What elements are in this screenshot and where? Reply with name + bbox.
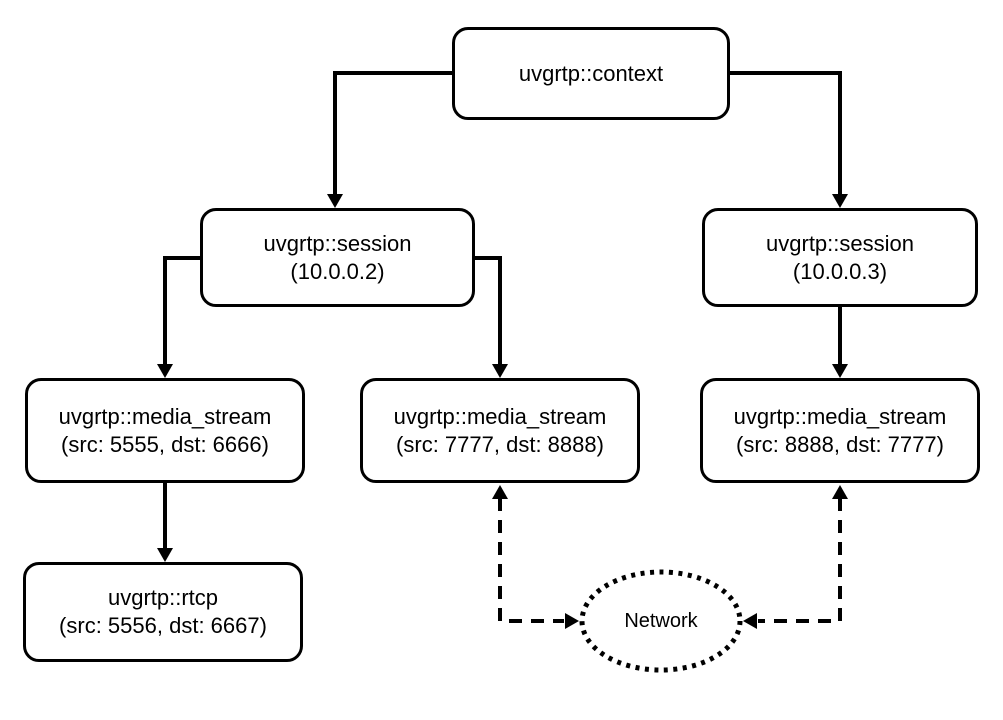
network-ellipse — [579, 569, 743, 673]
node-media-stream-3-title: uvgrtp::media_stream — [733, 403, 947, 429]
node-media-stream-2: uvgrtp::media_stream (src: 7777, dst: 88… — [360, 378, 640, 483]
node-session-a: uvgrtp::session (10.0.0.2) — [200, 208, 475, 307]
node-session-b: uvgrtp::session (10.0.0.3) — [702, 208, 978, 307]
node-context-title: uvgrtp::context — [518, 60, 664, 86]
node-rtcp-title: uvgrtp::rtcp — [107, 585, 219, 610]
node-rtcp-subtitle: (src: 5556, dst: 6667) — [59, 613, 267, 638]
node-media-stream-3: uvgrtp::media_stream (src: 8888, dst: 77… — [700, 378, 980, 483]
node-session-a-subtitle: (10.0.0.2) — [290, 258, 385, 284]
node-media-stream-3-subtitle: (src: 8888, dst: 7777) — [736, 431, 944, 457]
edge-context-session-b — [730, 71, 848, 208]
edge-media-1-rtcp — [157, 483, 173, 562]
edge-session-a-media-1 — [157, 256, 200, 378]
edge-context-session-a — [327, 71, 452, 208]
edge-session-a-media-2 — [475, 256, 508, 378]
edge-session-b-media-3 — [832, 307, 848, 378]
node-media-stream-1-title: uvgrtp::media_stream — [58, 403, 272, 429]
node-context: uvgrtp::context — [452, 27, 730, 120]
node-session-b-title: uvgrtp::session — [766, 230, 914, 256]
edge-media-2-network — [492, 485, 579, 629]
node-media-stream-2-title: uvgrtp::media_stream — [393, 403, 607, 429]
node-media-stream-1: uvgrtp::media_stream (src: 5555, dst: 66… — [25, 378, 305, 483]
node-session-b-subtitle: (10.0.0.3) — [792, 258, 888, 284]
node-session-a-title: uvgrtp::session — [263, 230, 412, 256]
node-media-stream-1-subtitle: (src: 5555, dst: 6666) — [61, 431, 269, 457]
node-media-stream-2-subtitle: (src: 7777, dst: 8888) — [396, 431, 604, 457]
node-rtcp: uvgrtp::rtcp (src: 5556, dst: 6667) — [23, 562, 303, 662]
node-network-label: Network — [624, 609, 698, 632]
edge-media-3-network — [743, 485, 848, 629]
